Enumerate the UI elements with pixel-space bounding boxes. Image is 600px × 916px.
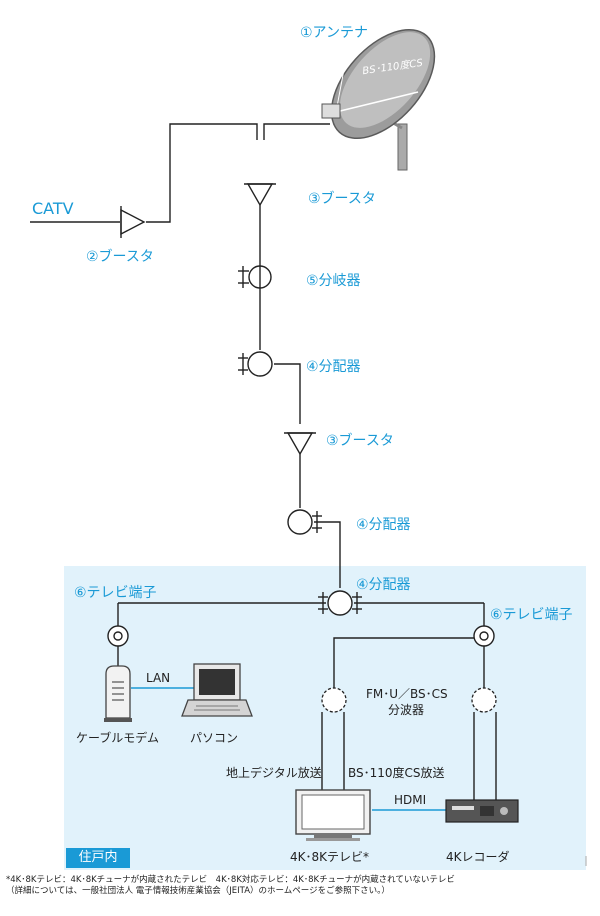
terminal-left-symbol bbox=[107, 625, 129, 647]
branch-symbol bbox=[238, 262, 272, 292]
tv-label: 4K･8Kテレビ* bbox=[290, 850, 370, 864]
dish-antenna bbox=[321, 28, 436, 171]
pc-label: パソコン bbox=[190, 731, 239, 745]
band-splitter-tv-symbol bbox=[321, 687, 347, 713]
band-splitter-label-2: 分波器 bbox=[388, 703, 425, 717]
lan-label: LAN bbox=[146, 671, 171, 685]
splitter-home-label: ④分配器 bbox=[356, 577, 411, 593]
booster-mid-symbol bbox=[284, 432, 316, 456]
splitter2-out bbox=[314, 521, 341, 588]
footnote-line-2: （詳細については、一般社団法人 電子情報技術産業協会（JEITA）のホームページ… bbox=[6, 886, 390, 896]
tv-device bbox=[295, 789, 371, 841]
antenna-cable bbox=[263, 123, 330, 140]
laptop-device bbox=[181, 663, 253, 717]
splitter-2-label: ④分配器 bbox=[356, 517, 411, 533]
splitter-home-symbol bbox=[318, 590, 362, 616]
band-splitter-label-1: FM･U／BS･CS bbox=[366, 687, 448, 701]
catv-booster-out bbox=[146, 186, 171, 223]
branch-label: ⑤分岐器 bbox=[306, 273, 361, 289]
footnote: *4K･8Kテレビ：4K･8Kチューナが内蔵されたテレビ 4K･8K対応テレビ：… bbox=[6, 875, 455, 897]
recorder-device bbox=[445, 799, 519, 823]
booster-catv-symbol bbox=[120, 206, 146, 238]
booster-top-symbol bbox=[244, 183, 276, 207]
recorder-label: 4Kレコーダ bbox=[446, 850, 510, 864]
band-splitter-rec-symbol bbox=[471, 687, 497, 713]
cable-modem-device bbox=[104, 665, 132, 722]
splitter-1-label: ④分配器 bbox=[306, 359, 361, 375]
splitter-2-symbol bbox=[287, 509, 322, 535]
cables bbox=[30, 123, 497, 800]
bs-cs-label: BS･110度CS放送 bbox=[348, 766, 445, 780]
terminal-right-label: ⑥テレビ端子 bbox=[490, 607, 573, 623]
terrestrial-label: 地上デジタル放送 bbox=[226, 766, 322, 780]
cable-modem-label: ケーブルモデム bbox=[76, 731, 160, 745]
booster-top-label: ③ブースタ bbox=[308, 191, 376, 207]
splitter1-out bbox=[274, 363, 301, 424]
booster-mid-label: ③ブースタ bbox=[326, 433, 394, 449]
splitter-1-symbol bbox=[238, 351, 273, 377]
terminal-left-label: ⑥テレビ端子 bbox=[74, 585, 157, 601]
catv-cable-up bbox=[169, 123, 258, 186]
booster-catv-label: ②ブースタ bbox=[86, 249, 154, 265]
footnote-line-1: *4K･8Kテレビ：4K･8Kチューナが内蔵されたテレビ 4K･8K対応テレビ：… bbox=[6, 875, 455, 885]
terminal-right-symbol bbox=[473, 625, 495, 647]
hdmi-label: HDMI bbox=[394, 793, 427, 807]
catv-label: CATV bbox=[32, 199, 74, 218]
antenna-label: ①アンテナ bbox=[300, 25, 368, 41]
home-area-tag: 住戸内 bbox=[66, 848, 130, 868]
